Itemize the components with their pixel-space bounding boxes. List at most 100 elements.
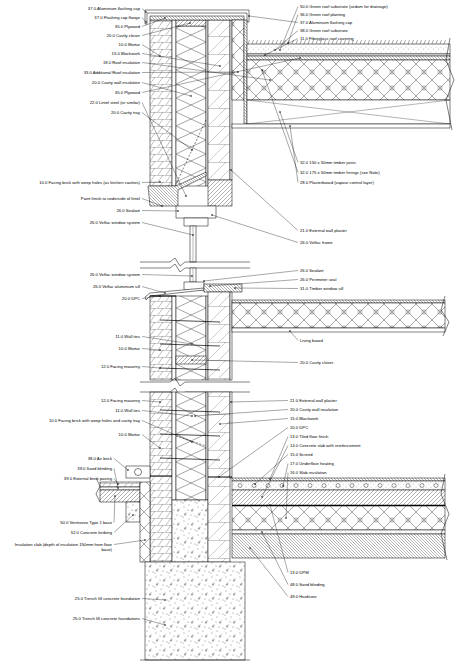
callout-label: 32.0 150 x 50mm timber joists (300, 160, 470, 165)
break-line (96, 478, 100, 502)
dpc (150, 296, 176, 297)
leader-dot (191, 149, 193, 151)
facing-brick (150, 20, 172, 186)
leader-line (249, 16, 298, 23)
wall-plaster (230, 20, 232, 180)
callout-label: 20.0 Cavity wall insulation (290, 407, 470, 412)
leader-dot (194, 415, 196, 417)
callout-label: 21.0 External wall plaster (290, 398, 470, 403)
leader-line (114, 515, 133, 533)
leader-line (220, 419, 288, 425)
leader-line (142, 45, 160, 57)
leader-dot (117, 483, 119, 485)
dpc (208, 477, 232, 478)
break-line (446, 38, 454, 130)
callout-label: 18.0 Roof insulation (10, 60, 140, 65)
leader-line (192, 360, 298, 363)
leader-line (290, 126, 298, 183)
leader-dot (164, 292, 166, 294)
leader-line (114, 479, 118, 485)
callout-label: 20.0 Cavity closer (10, 33, 140, 38)
grass-tick (376, 40, 378, 44)
plywood-upstand (244, 20, 247, 124)
air-brick-pipe (135, 469, 142, 476)
leader-line (270, 505, 288, 573)
glass-line (193, 226, 194, 262)
cavity-closer (176, 20, 206, 26)
grass-tick (408, 40, 410, 44)
grass-tick (392, 40, 394, 44)
leader-dot (261, 496, 263, 498)
roof-plywood (247, 56, 450, 60)
leader-dot (127, 469, 129, 471)
leader-dot (164, 624, 166, 626)
leader-dot (144, 539, 146, 541)
leader-line (142, 23, 190, 36)
leader-dot (164, 599, 166, 601)
wall-tie (160, 458, 220, 460)
leader-line (290, 331, 298, 341)
leader-dot (189, 22, 191, 24)
leader-dot (145, 11, 147, 13)
leader-line (265, 39, 298, 56)
cavity-closer (176, 356, 206, 364)
leader-dot (269, 478, 271, 480)
wall-tie (160, 434, 220, 436)
callout-label: 25.0 Trench fill concrete foundation (10, 596, 140, 601)
hardcore (232, 534, 445, 558)
leader-dot (203, 280, 205, 282)
leader-dot (211, 214, 213, 216)
leader-line (262, 446, 288, 498)
leader-dot (289, 330, 291, 332)
heating-pipe (336, 484, 340, 488)
leader-dot (209, 285, 211, 287)
concrete-slab (232, 490, 445, 505)
callout-label: 26.0 Velfac aluminium sill (10, 284, 140, 289)
cavity (206, 296, 208, 380)
grass-tick (384, 40, 386, 44)
break-line (441, 296, 449, 336)
callout-label: 50.0 Green roof substrate (sedum for dra… (300, 4, 470, 9)
joist-diagonal (247, 100, 450, 124)
callout-label: 39.0 External brick paving (7, 476, 112, 481)
callout-label: 20.0 Cavity closer (300, 360, 470, 365)
leader-dot (177, 210, 179, 212)
wall-tie (160, 320, 220, 322)
leader-line (255, 455, 288, 485)
callout-label: 26.0 Velfac window system (10, 272, 140, 277)
grass-tick (400, 40, 402, 44)
grass-tick (264, 40, 266, 44)
cavity (172, 20, 176, 186)
leader-dot (219, 423, 221, 425)
grass-tick (280, 40, 282, 44)
cavity-insulation (176, 26, 206, 186)
leader-dot (279, 49, 281, 51)
heating-pipe (364, 484, 368, 488)
callout-label: 35.0 Plywood (10, 24, 140, 29)
callout-label: 17.0 Underfloor heating (290, 461, 470, 466)
callout-label: 11.0 Wall ties (10, 334, 140, 339)
leader-dot (159, 349, 161, 351)
screed (232, 481, 445, 490)
heating-pipe (420, 484, 424, 488)
leader-dot (161, 205, 163, 207)
cavity-fill (172, 500, 208, 562)
grass-tick (388, 40, 390, 44)
leader-line (270, 437, 288, 480)
slab-insulation (232, 506, 445, 530)
grass-tick (432, 40, 434, 44)
grass-tick (412, 40, 414, 44)
callout-label: Living board (300, 338, 470, 343)
leader-dot (159, 447, 161, 449)
callout-label: Insulation slab (depth of insulation 150… (7, 542, 112, 552)
leader-line (114, 469, 118, 489)
blockwork (208, 20, 230, 180)
leader-line (142, 58, 300, 93)
cavity-tray (176, 436, 206, 446)
callout-label: 49.0 Hardcore (290, 594, 470, 599)
leader-line (114, 496, 115, 523)
leader-line (142, 113, 192, 151)
grass-tick (252, 40, 254, 44)
blockwork (208, 292, 230, 380)
leader-line (142, 72, 238, 74)
